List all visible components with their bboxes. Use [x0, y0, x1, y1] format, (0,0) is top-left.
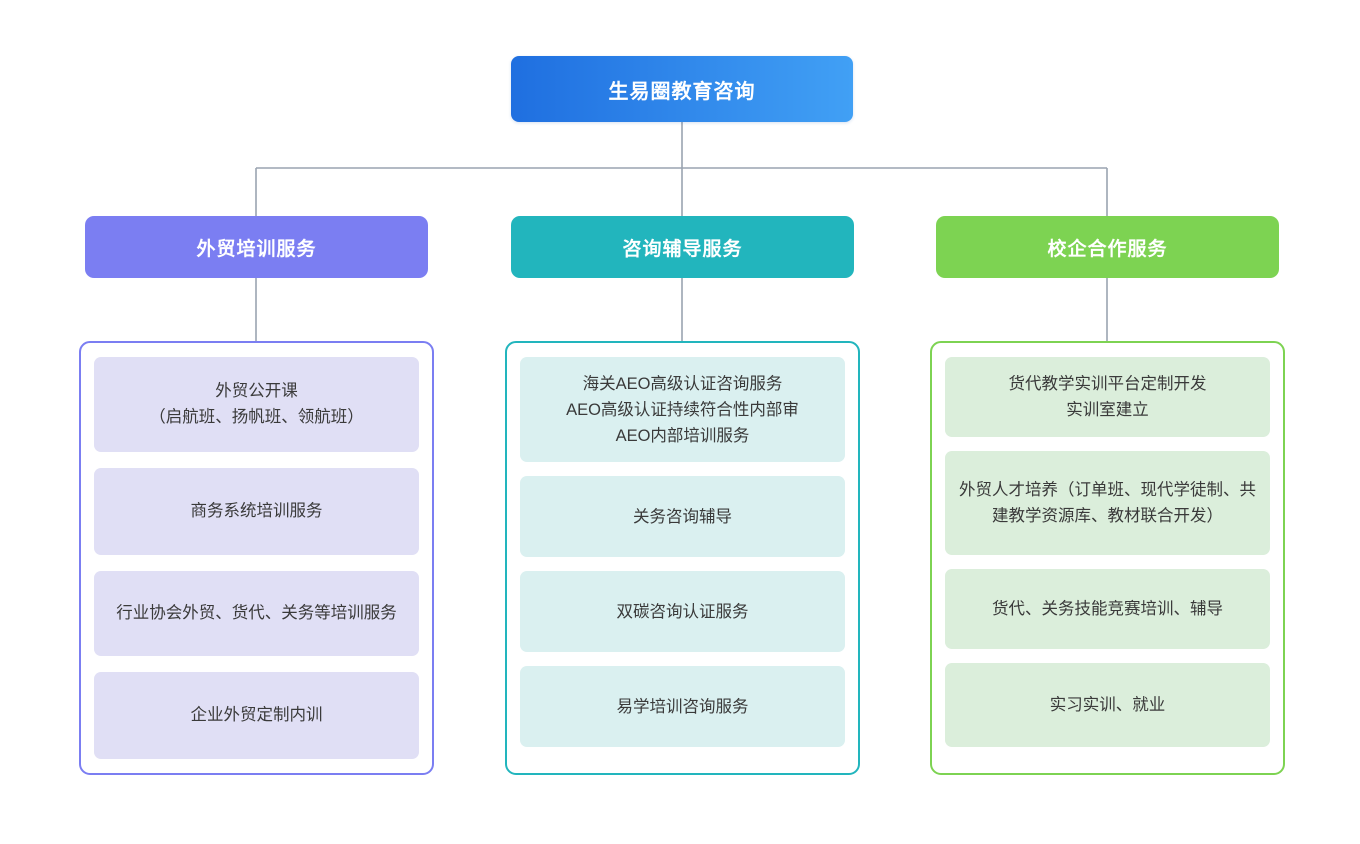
branch-body-1: 外贸公开课 （启航班、扬帆班、领航班） 商务系统培训服务 行业协会外贸、货代、关…	[79, 341, 434, 775]
leaf-card[interactable]: 海关AEO高级认证咨询服务 AEO高级认证持续符合性内部审 AEO内部培训服务	[520, 357, 845, 462]
branch-header-1-label: 外贸培训服务	[196, 238, 317, 260]
branch-header-3[interactable]: 校企合作服务	[936, 216, 1279, 278]
branch-header-2-label: 咨询辅导服务	[622, 238, 743, 260]
leaf-card[interactable]: 货代教学实训平台定制开发 实训室建立	[945, 357, 1270, 437]
leaf-card[interactable]: 实习实训、就业	[945, 663, 1270, 747]
branch-header-2[interactable]: 咨询辅导服务	[511, 216, 854, 278]
leaf-card[interactable]: 商务系统培训服务	[94, 467, 419, 555]
leaf-card[interactable]: 易学培训咨询服务	[520, 666, 845, 747]
branch-body-2: 海关AEO高级认证咨询服务 AEO高级认证持续符合性内部审 AEO内部培训服务 …	[505, 341, 860, 775]
leaf-card[interactable]: 关务咨询辅导	[520, 476, 845, 557]
branch-body-3: 货代教学实训平台定制开发 实训室建立 外贸人才培养（订单班、现代学徒制、共建教学…	[930, 341, 1285, 775]
leaf-card[interactable]: 外贸人才培养（订单班、现代学徒制、共建教学资源库、教材联合开发）	[945, 451, 1270, 555]
leaf-card[interactable]: 企业外贸定制内训	[94, 671, 419, 759]
leaf-card[interactable]: 外贸公开课 （启航班、扬帆班、领航班）	[94, 357, 419, 452]
branch-header-1[interactable]: 外贸培训服务	[85, 216, 428, 278]
branch-header-3-label: 校企合作服务	[1047, 238, 1168, 260]
leaf-card[interactable]: 行业协会外贸、货代、关务等培训服务	[94, 570, 419, 656]
leaf-card[interactable]: 货代、关务技能竞赛培训、辅导	[945, 569, 1270, 649]
root-node[interactable]: 生易圈教育咨询	[511, 56, 853, 122]
leaf-card[interactable]: 双碳咨询认证服务	[520, 571, 845, 652]
root-node-label: 生易圈教育咨询	[608, 80, 756, 103]
